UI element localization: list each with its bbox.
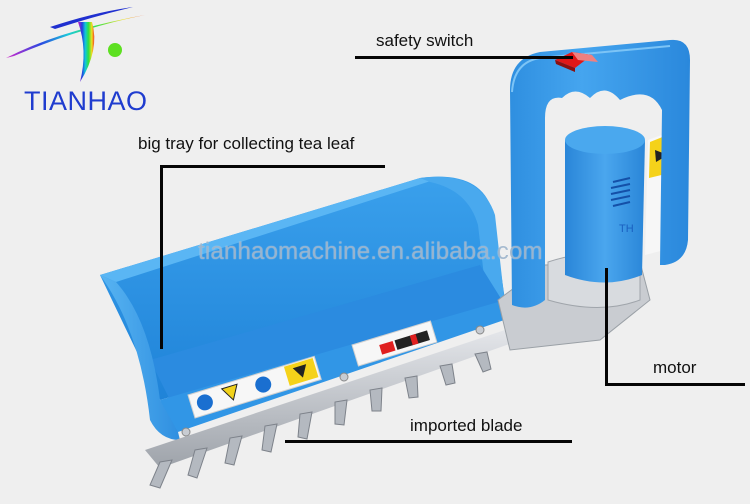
safety-switch-leader-line — [355, 56, 573, 59]
motor-brand-mark: TH — [619, 223, 634, 235]
tianhao-rainbow-swoosh-logo-icon — [6, 7, 145, 82]
tray-leader-line-vertical — [160, 165, 163, 349]
safety-switch-label: safety switch — [376, 31, 474, 50]
tray-right-side — [420, 176, 505, 310]
tray-left-side — [100, 275, 180, 440]
blade-teeth — [149, 351, 492, 489]
tray-interior — [100, 176, 505, 400]
blade-leader-line — [285, 440, 572, 443]
motor-leader-line-horizontal — [605, 383, 745, 386]
blade-label: imported blade — [410, 416, 523, 435]
motor-leader-line-vertical — [605, 268, 608, 386]
motor-vents — [610, 177, 631, 207]
handle-frame — [510, 39, 690, 308]
motor-label: motor — [653, 358, 697, 377]
motor-housing — [565, 130, 645, 283]
warning-sticker-right — [351, 320, 438, 367]
blade-bar — [145, 330, 515, 468]
watermark-text: tianhaomachine.en.alibaba.com — [198, 238, 543, 265]
warning-sticker-left — [187, 355, 322, 419]
brand-logo-text: TIANHAO — [24, 86, 148, 116]
tray-leader-line-horizontal — [160, 165, 385, 168]
tray-label: big tray for collecting tea leaf — [138, 134, 355, 153]
